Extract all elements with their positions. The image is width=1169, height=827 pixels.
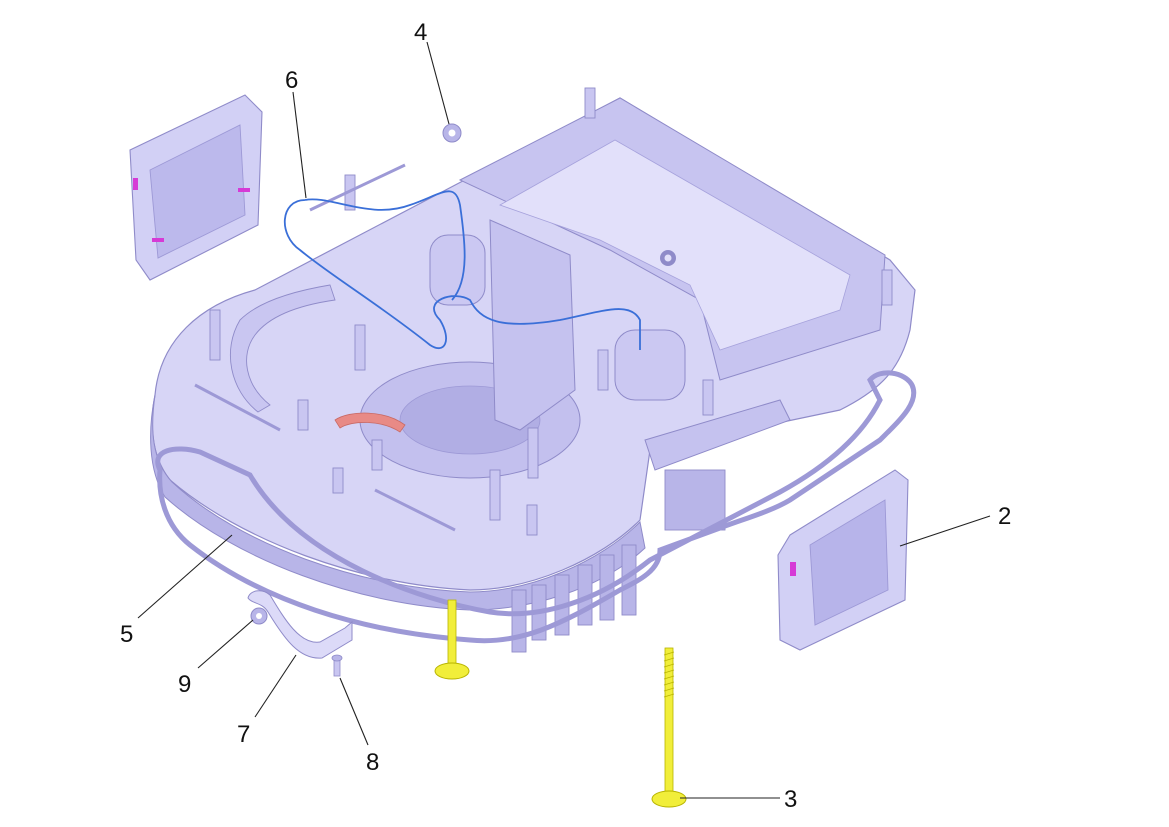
left-cylinder — [429, 234, 486, 306]
leader-2 — [899, 515, 991, 547]
callout-4: 4 — [414, 19, 427, 46]
right-cylinder — [614, 329, 686, 401]
short-yellow-bolt — [434, 599, 470, 680]
callout-8: 8 — [366, 749, 379, 776]
callout-2: 2 — [998, 503, 1011, 530]
callout-5: 5 — [120, 621, 133, 648]
callout-labels: 2 3 4 5 6 7 8 9 — [120, 19, 1011, 813]
callout-6: 6 — [285, 67, 298, 94]
cable-clamp — [247, 590, 353, 659]
leader-4 — [426, 41, 450, 125]
callout-3: 3 — [784, 786, 797, 813]
clamp-washer — [250, 607, 268, 625]
rear-tray-floor — [499, 139, 851, 351]
callout-7: 7 — [237, 721, 250, 748]
clamp-screw — [331, 654, 343, 677]
seal-accent — [334, 412, 406, 433]
leader-8 — [339, 677, 369, 746]
central-divider-wall — [489, 219, 576, 431]
right-side-box — [644, 399, 791, 471]
callout-9: 9 — [178, 671, 191, 698]
tray-star-screw — [660, 250, 676, 266]
posts — [209, 87, 893, 536]
left-cover — [129, 94, 263, 281]
star-washer-top — [442, 123, 462, 143]
main-housing — [150, 87, 916, 653]
leader-5 — [137, 534, 233, 619]
left-arc-wall — [229, 284, 336, 413]
long-yellow-bolt — [651, 647, 687, 808]
right-cover — [777, 469, 909, 651]
leader-lines — [137, 41, 991, 799]
leader-6 — [292, 91, 307, 199]
wire-harness — [283, 190, 641, 350]
leader-7 — [254, 654, 297, 718]
floor-ribs — [194, 163, 456, 532]
gasket-ring — [155, 370, 917, 644]
housing-front-skirt — [150, 394, 646, 611]
leader-9 — [197, 619, 254, 669]
